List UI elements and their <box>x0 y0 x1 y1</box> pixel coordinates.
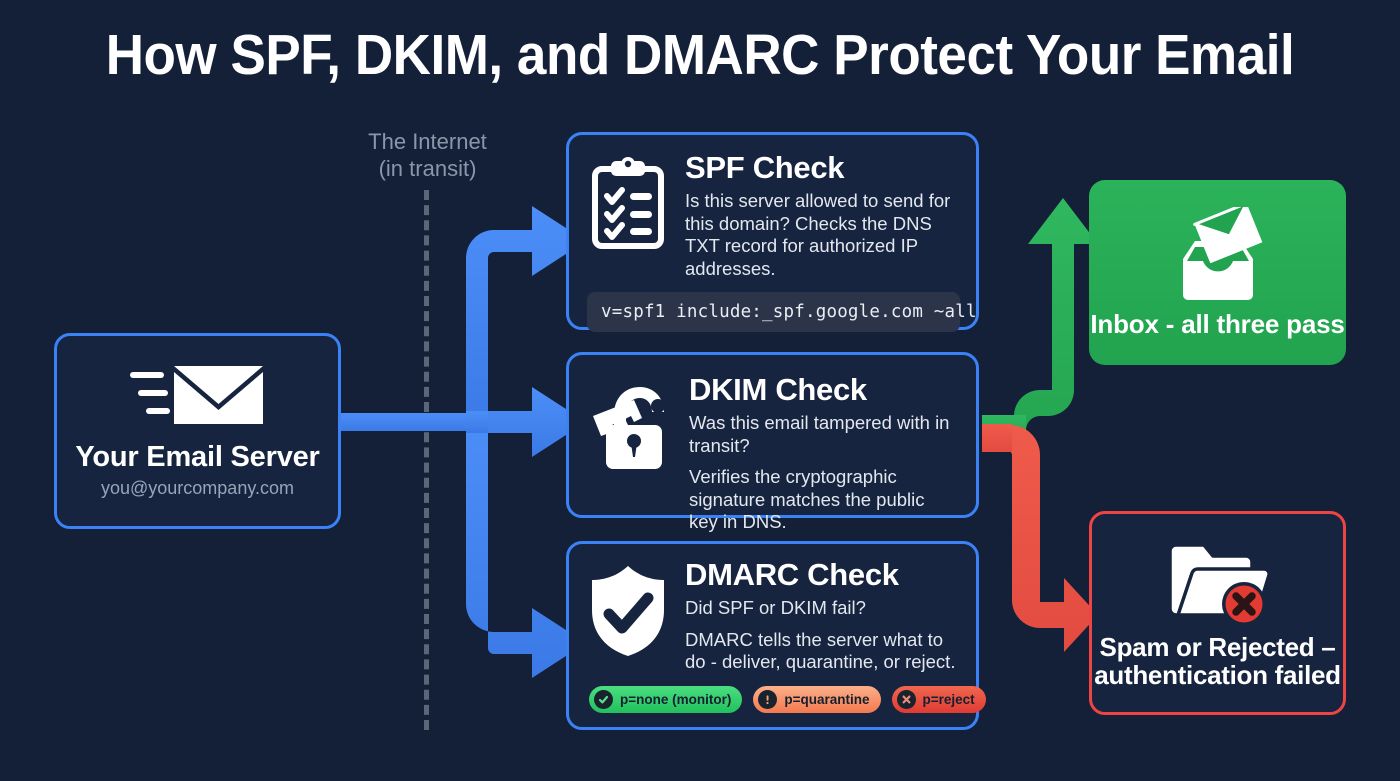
dmarc-policy-badges: p=none (monitor) p=quarantine <box>587 685 986 713</box>
internet-label-line2: (in transit) <box>378 156 477 181</box>
spam-label-line2: authentication failed <box>1094 660 1341 690</box>
blue-branch-to-dmarc <box>466 412 586 678</box>
dmarc-description-2: DMARC tells the server what to do - deli… <box>685 628 956 673</box>
clipboard-checklist-icon <box>592 157 664 249</box>
blue-branch-to-dkim <box>466 387 586 457</box>
sending-envelope-icon <box>130 365 263 424</box>
policy-badge-reject[interactable]: p=reject <box>891 685 986 713</box>
spf-title: SPF Check <box>685 150 845 185</box>
check-circle-icon <box>594 689 613 709</box>
policy-badge-reject-label: p=reject <box>922 691 975 707</box>
red-arrow-to-spam <box>982 424 1098 652</box>
policy-badge-none-label: p=none (monitor) <box>620 691 732 707</box>
folder-error-icon <box>1167 543 1271 626</box>
inbox-tray-icon <box>1183 206 1263 300</box>
exclamation-circle-icon <box>758 689 778 709</box>
blue-branch-to-spf <box>466 206 586 430</box>
policy-badge-none[interactable]: p=none (monitor) <box>589 685 743 713</box>
page-title: How SPF, DKIM, and DMARC Protect Your Em… <box>105 23 1295 87</box>
internet-label-line1: The Internet <box>368 129 487 154</box>
dkim-description-1: Was this email tampered with in transit? <box>689 412 950 456</box>
blue-junction <box>466 411 488 433</box>
source-title: Your Email Server <box>75 440 320 473</box>
dmarc-check-card: DMARC Check Did SPF or DKIM fail? DMARC … <box>566 541 986 730</box>
policy-badge-quarantine-label: p=quarantine <box>784 691 870 707</box>
internet-label: The Internet (in transit) <box>330 128 525 182</box>
dkim-title: DKIM Check <box>689 372 867 407</box>
spam-label-line1: Spam or Rejected – <box>1099 632 1336 662</box>
shield-check-icon <box>592 566 664 656</box>
outcome-spam-box: Spam or Rejected – authentication failed <box>1089 511 1346 715</box>
spf-description: Is this server allowed to send for this … <box>685 190 951 279</box>
source-email-server-box: Your Email Server you@yourcompany.com <box>54 333 341 529</box>
blue-trunk-arrow <box>341 413 480 431</box>
spf-icon-wrap <box>587 151 669 280</box>
dmarc-icon-wrap <box>587 558 669 674</box>
dkim-icon-wrap <box>589 373 671 499</box>
dmarc-title: DMARC Check <box>685 557 899 592</box>
padlock-key-icon <box>593 387 665 469</box>
spam-label: Spam or Rejected – authentication failed <box>1094 633 1341 689</box>
spf-record-code: v=spf1 include:_spf.google.com ~all <box>587 292 977 332</box>
policy-badge-quarantine[interactable]: p=quarantine <box>753 685 881 713</box>
internet-dashed-divider <box>424 190 429 730</box>
green-arrow-to-inbox <box>982 198 1098 439</box>
x-circle-icon <box>896 689 916 709</box>
spf-check-card: SPF Check Is this server allowed to send… <box>566 132 979 332</box>
dkim-description-2: Verifies the cryptographic signature mat… <box>689 466 925 532</box>
dkim-check-card: DKIM Check Was this email tampered with … <box>566 352 979 532</box>
source-subtitle: you@yourcompany.com <box>100 477 295 498</box>
dmarc-description-1: Did SPF or DKIM fail? <box>685 597 866 618</box>
inbox-label: Inbox - all three pass <box>1090 308 1345 339</box>
outcome-inbox-box: Inbox - all three pass <box>1089 180 1346 365</box>
